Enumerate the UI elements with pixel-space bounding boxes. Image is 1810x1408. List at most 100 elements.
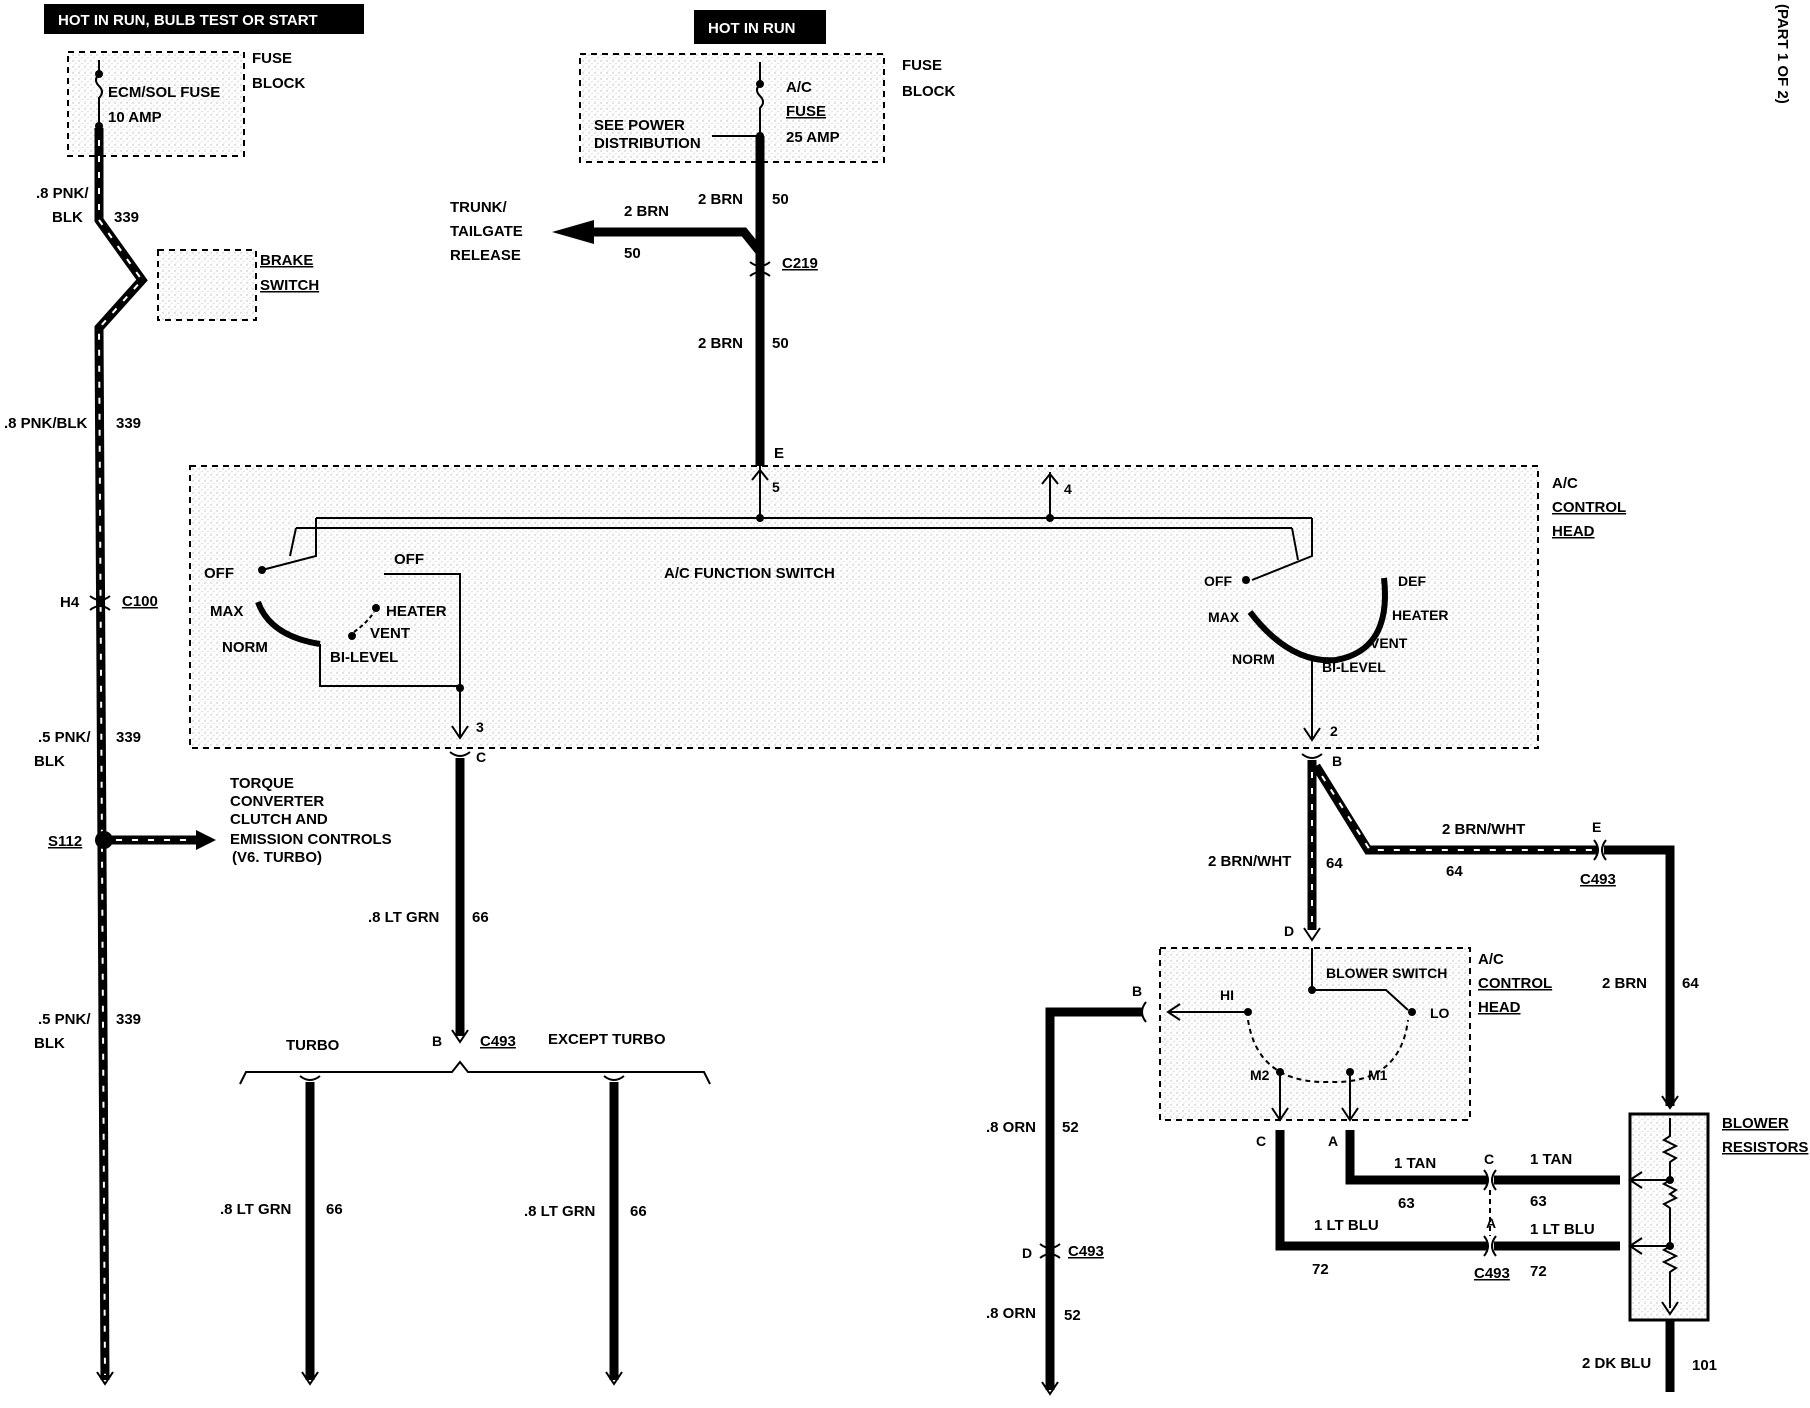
wire-52-a-num: 52 — [1062, 1119, 1079, 1136]
torque-label-2: CONVERTER — [230, 793, 324, 810]
ac-function-switch: A/C FUNCTION SWITCH — [664, 565, 835, 582]
pin-2: 2 — [1330, 723, 1338, 739]
wire-63-a-gauge: 1 TAN — [1394, 1155, 1436, 1172]
header-center-bg — [694, 10, 826, 44]
right-norm: NORM — [1232, 651, 1275, 667]
right-max: MAX — [1208, 609, 1240, 625]
fuse-center-name-1: A/C — [786, 79, 812, 96]
wire-66-except-gauge: .8 LT GRN — [524, 1203, 595, 1220]
wire-50-a-num: 50 — [772, 191, 789, 208]
torque-label-5: (V6. TURBO) — [232, 849, 322, 866]
blower-blade — [1312, 989, 1409, 1011]
wire-52-b-gauge: .8 ORN — [986, 1305, 1036, 1322]
trunk-label-3: RELEASE — [450, 247, 521, 264]
right-def: DEF — [1398, 573, 1426, 589]
blower-m2: M2 — [1250, 1067, 1270, 1083]
fuse-block-left — [67, 51, 245, 157]
wire-64-right — [1604, 845, 1675, 1106]
wire-64-right-arrow — [1661, 1095, 1679, 1110]
wire-50-trunk — [590, 227, 764, 255]
left-off: OFF — [204, 565, 234, 582]
pin-c-c493: C — [1484, 1151, 1494, 1167]
pin-a-c493: A — [1486, 1215, 1496, 1231]
branch-except-turbo: EXCEPT TURBO — [548, 1031, 666, 1048]
blower-lo-contact — [1408, 1008, 1416, 1016]
fuse-center-name-2: FUSE — [786, 103, 826, 120]
connector-c493-a: C493 — [480, 1033, 516, 1050]
connector-c493-72-a — [1483, 1235, 1489, 1257]
pin-4: 4 — [1064, 481, 1072, 497]
blower-m1: M1 — [1368, 1067, 1388, 1083]
wire-63 — [1345, 1130, 1488, 1185]
right-heater: HEATER — [1392, 607, 1449, 623]
fuse-left-rating: 10 AMP — [108, 109, 162, 126]
branch-turbo: TURBO — [286, 1037, 340, 1054]
left-off-contact — [258, 566, 266, 574]
pin-5-arrow — [751, 468, 769, 481]
connector-hi — [1141, 1001, 1147, 1023]
wire-50-a-gauge: 2 BRN — [698, 191, 743, 208]
connector-c100-bottom — [89, 605, 111, 611]
wire-52-a-gauge: .8 ORN — [986, 1119, 1036, 1136]
blower-resistors-label-1: BLOWER — [1722, 1115, 1789, 1132]
pin-e2: E — [1592, 819, 1601, 835]
wire-66-turbo-end — [301, 1371, 319, 1386]
blower-lo: LO — [1430, 1005, 1450, 1021]
connector-h4: H4 — [60, 594, 80, 611]
torque-label-3: CLUTCH AND — [230, 811, 328, 828]
wire-66-except-end — [605, 1371, 623, 1386]
wire-52-end — [1041, 1381, 1059, 1396]
connector-c493-d: C493 — [1474, 1265, 1510, 1282]
wire-64-right-num: 64 — [1682, 975, 1699, 992]
brake-switch-label-1: BRAKE — [260, 252, 313, 269]
connector-turbo-top — [299, 1075, 321, 1081]
pin-d2: D — [1022, 1245, 1032, 1261]
wire-72-b-gauge: 1 LT BLU — [1530, 1221, 1595, 1238]
wire-66-num: 66 — [472, 909, 489, 926]
ac-head-label-3: HEAD — [1552, 523, 1595, 540]
pin-b-c493: B — [432, 1033, 442, 1049]
blower-switch-label: BLOWER SWITCH — [1326, 965, 1447, 981]
connector-c493-d-top — [1039, 1243, 1061, 1249]
left-bilevel: BI-LEVEL — [330, 649, 398, 666]
blower-head-label-1: A/C — [1478, 951, 1504, 968]
connector-c493-e-a — [1593, 839, 1599, 861]
wire-339-d-gauge-b: BLK — [34, 1035, 65, 1052]
pin-d-arrow — [1303, 927, 1321, 942]
resistor-element — [1661, 1118, 1679, 1308]
fuse-center-rating: 25 AMP — [786, 129, 840, 146]
connector-c219-bottom — [749, 271, 771, 277]
fuse-left-name: ECM/SOL FUSE — [108, 84, 220, 101]
left-switch-blade — [261, 518, 317, 571]
link-node-5 — [756, 514, 764, 522]
wire-339-a-num: 339 — [114, 209, 139, 226]
header-center: HOT IN RUN — [708, 20, 796, 37]
wire-72-a-gauge: 1 LT BLU — [1314, 1217, 1379, 1234]
pin-c-label: C — [476, 749, 486, 765]
connector-pin-b — [1301, 753, 1323, 759]
wire-66-turbo-gauge: .8 LT GRN — [220, 1201, 291, 1218]
wire-72-b-num: 72 — [1530, 1263, 1547, 1280]
wire-339-c-gauge: .5 PNK/ — [38, 729, 91, 746]
blower-hi: HI — [1220, 987, 1234, 1003]
fuse-center-note-1: SEE POWER — [594, 117, 685, 134]
connector-except-top — [603, 1075, 625, 1081]
fuse-center-title-2: BLOCK — [902, 83, 955, 100]
pin-b3: B — [1132, 983, 1142, 999]
wire-72-a-num: 72 — [1312, 1261, 1329, 1278]
left-heater: HEATER — [386, 603, 447, 620]
header-left-bg — [44, 4, 364, 34]
fuse-left-title-1: FUSE — [252, 50, 292, 67]
left-switch-link — [289, 527, 297, 557]
blower-m2-arrow — [1271, 1107, 1289, 1122]
pin-b-label: B — [1332, 753, 1342, 769]
right-vent: VENT — [1370, 635, 1408, 651]
fuse-center-title-1: FUSE — [902, 57, 942, 74]
wire-101-gauge: 2 DK BLU — [1582, 1355, 1651, 1372]
trunk-label-1: TRUNK/ — [450, 199, 507, 216]
fuse-center-note-2: DISTRIBUTION — [594, 135, 701, 152]
right-switch-blade — [1251, 518, 1313, 581]
arrow-trunk — [552, 220, 594, 244]
pin-3: 3 — [476, 719, 484, 735]
left-bilevel-path — [319, 644, 460, 687]
